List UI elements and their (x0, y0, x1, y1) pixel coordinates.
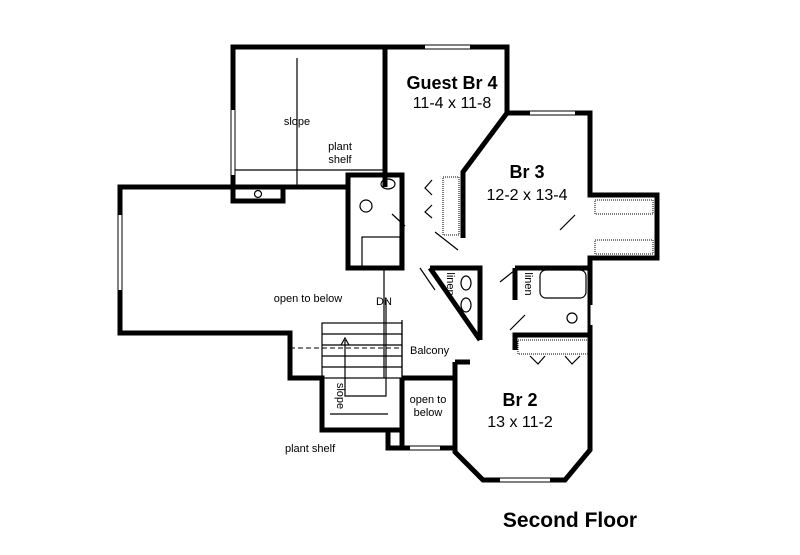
note-linen-left: linen (444, 272, 456, 295)
note-plant-shelf-top-2: shelf (328, 154, 352, 166)
bath-fixtures (253, 178, 587, 324)
note-linen-right: linen (522, 272, 534, 295)
note-plant-shelf-top: plant (328, 141, 352, 153)
note-plant-shelf-bottom: plant shelf (285, 443, 336, 455)
door-swings (391, 179, 581, 365)
room-size-br-3: 12-2 x 13-4 (487, 187, 568, 204)
note-slope-attic: slope (284, 116, 310, 128)
exterior-walls (117, 44, 660, 483)
note-balcony: Balcony (410, 345, 450, 357)
room-name-br-2: Br 2 (502, 390, 537, 410)
note-slope-stair: slope (334, 383, 346, 409)
windows (118, 45, 594, 482)
room-size-guest-br-4: 11-4 x 11-8 (413, 95, 492, 112)
room-name-guest-br-4: Guest Br 4 (406, 73, 497, 93)
note-dn: DN (376, 296, 392, 308)
note-open-to-below-left: open to below (274, 293, 343, 305)
note-open-to-below-right: open to (410, 394, 447, 406)
room-name-br-3: Br 3 (509, 162, 544, 182)
plan-title: Second Floor (503, 509, 637, 532)
note-open-to-below-right-2: below (414, 407, 443, 419)
closets (442, 176, 654, 355)
staircase (235, 58, 403, 415)
room-size-br-2: 13 x 11-2 (487, 414, 553, 431)
